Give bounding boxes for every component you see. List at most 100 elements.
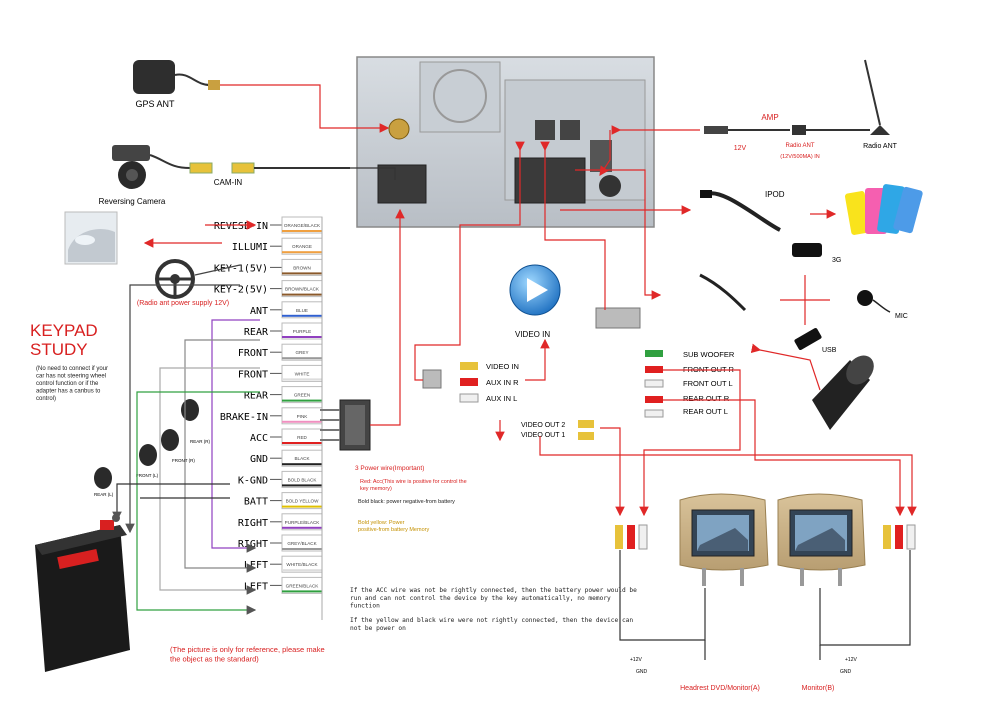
wire-function-label: FRONT [238, 369, 268, 380]
wire-color-name: BOLD YELLOW [286, 499, 320, 504]
av-in-arrow [525, 338, 550, 381]
reversing-camera [112, 145, 350, 189]
audio-out-label: REAR OUT L [683, 407, 728, 416]
subwoofer [812, 355, 874, 430]
wire-color-swatch [282, 484, 322, 487]
wire-function-label: BATT [244, 497, 268, 508]
headrest-monitor-a [679, 493, 769, 586]
av-out-label: VIDEO OUT 1 [521, 432, 565, 439]
gps-antenna [133, 60, 220, 94]
wire-function-label: KEY-1(5V) [214, 263, 268, 274]
wire-function-label: K-GND [238, 475, 268, 486]
amp-cable [611, 59, 890, 135]
wire-color-name: ORANGE [292, 244, 312, 249]
av-in-label: VIDEO IN [486, 362, 519, 371]
12v-label: 12V [734, 145, 747, 152]
video-in-title: VIDEO IN [515, 330, 550, 339]
monitor-a-gnd: GND [636, 669, 648, 675]
av-out-connector [578, 420, 594, 440]
wire-function-label: RIGHT [238, 518, 268, 529]
wire-function-label: REVESE-IN [214, 221, 268, 232]
reversing-camera-label: Reversing Camera [99, 197, 166, 206]
center-wiring [414, 130, 692, 442]
radio-ant-label: Radio ANT [863, 143, 898, 150]
warning-acc: If the ACC wire was not be rightly conne… [350, 587, 637, 610]
monitor-a-label: Headrest DVD/Monitor(A) [680, 685, 760, 692]
audio-out-label: FRONT OUT L [683, 379, 733, 388]
wire-color-swatch [282, 314, 322, 317]
radio-ant-short: Radio ANT [785, 143, 814, 149]
av-in-connector [422, 362, 479, 403]
monitor-b-gnd: GND [840, 669, 852, 675]
speaker-front-r: FRONT (R) [172, 458, 195, 463]
wire-function-label: REAR [244, 327, 269, 338]
wire-color-name: GREEN/BLACK [286, 583, 320, 588]
wire-color-name: GREEN [294, 393, 310, 398]
usb-stick [794, 328, 822, 350]
wire-function-label: BRAKE-IN [220, 412, 268, 423]
wire-color-name: GREY [295, 350, 308, 355]
gps-arrow [220, 84, 390, 133]
wire-color-name: GREY/BLACK [287, 541, 317, 546]
wire-color-name: WHITE [295, 371, 310, 376]
gps-ant-label: GPS ANT [135, 99, 175, 109]
speaker-rear-r: REAR (R) [190, 439, 211, 444]
wire-color-name: PURPLE/BLACK [285, 520, 321, 525]
wire-function-label: REAR [244, 391, 269, 402]
wire-color-name: BROWN/BLACK [285, 287, 320, 292]
wire-function-label: ACC [250, 433, 268, 444]
car-photo [64, 211, 118, 265]
wire-function-label: ANT [250, 306, 268, 317]
wire-color-name: PURPLE [293, 329, 311, 334]
wire-color-name: PINK [297, 414, 309, 419]
ipod-label: IPOD [765, 190, 785, 199]
wire-color-name: WHITE/BLACK [286, 562, 318, 567]
head-unit-rear [356, 56, 655, 228]
wire-color-name: BROWN [293, 265, 311, 270]
wire-color-swatch [282, 293, 322, 296]
cable-bundle [699, 273, 747, 312]
left-leads [112, 220, 260, 615]
harness-connector [320, 399, 371, 451]
cam-in-label: CAM-IN [214, 178, 243, 187]
headrest-monitor-b [777, 493, 866, 586]
wire-color-swatch [282, 548, 322, 550]
power-red: Red: Acc(This wire is positive for contr… [360, 479, 467, 492]
video-in-play-icon [509, 264, 561, 316]
wire-color-name: RED [297, 435, 307, 440]
harness-arrow [370, 208, 405, 426]
monitor-b-label: Monitor(B) [802, 685, 835, 692]
wire-function-label: LEFT [244, 560, 268, 571]
wire-color-name: BLUE [296, 308, 308, 313]
wire-color-swatch [282, 463, 322, 466]
monitor-wiring [539, 343, 917, 660]
wire-color-name: BLACK [294, 456, 310, 461]
mic-label: MIC [895, 313, 908, 320]
speaker-front-l: FRONT (L) [136, 473, 159, 478]
wire-color-swatch [282, 336, 322, 338]
keypad-title-1: KEYPAD [30, 321, 98, 340]
wire-color-swatch [282, 357, 322, 360]
ipod-cable [700, 190, 781, 232]
audio-out-label: REAR OUT R [683, 394, 730, 403]
radio-ant-spec: (12V/500MA) IN [780, 154, 819, 160]
wire-color-swatch [282, 230, 322, 232]
power-title: 3 Power wire(Important) [355, 465, 424, 472]
wire-color-name: BOLD BLACK [288, 477, 318, 482]
wire-function-label: GND [250, 454, 268, 465]
usb-label: USB [822, 347, 837, 354]
ipod-devices [844, 184, 923, 235]
wire-color-swatch [282, 590, 322, 593]
wire-color-swatch [282, 272, 322, 275]
3g-label: 3G [832, 257, 841, 264]
wire-function-label: LEFT [244, 581, 268, 592]
mic [857, 290, 891, 313]
